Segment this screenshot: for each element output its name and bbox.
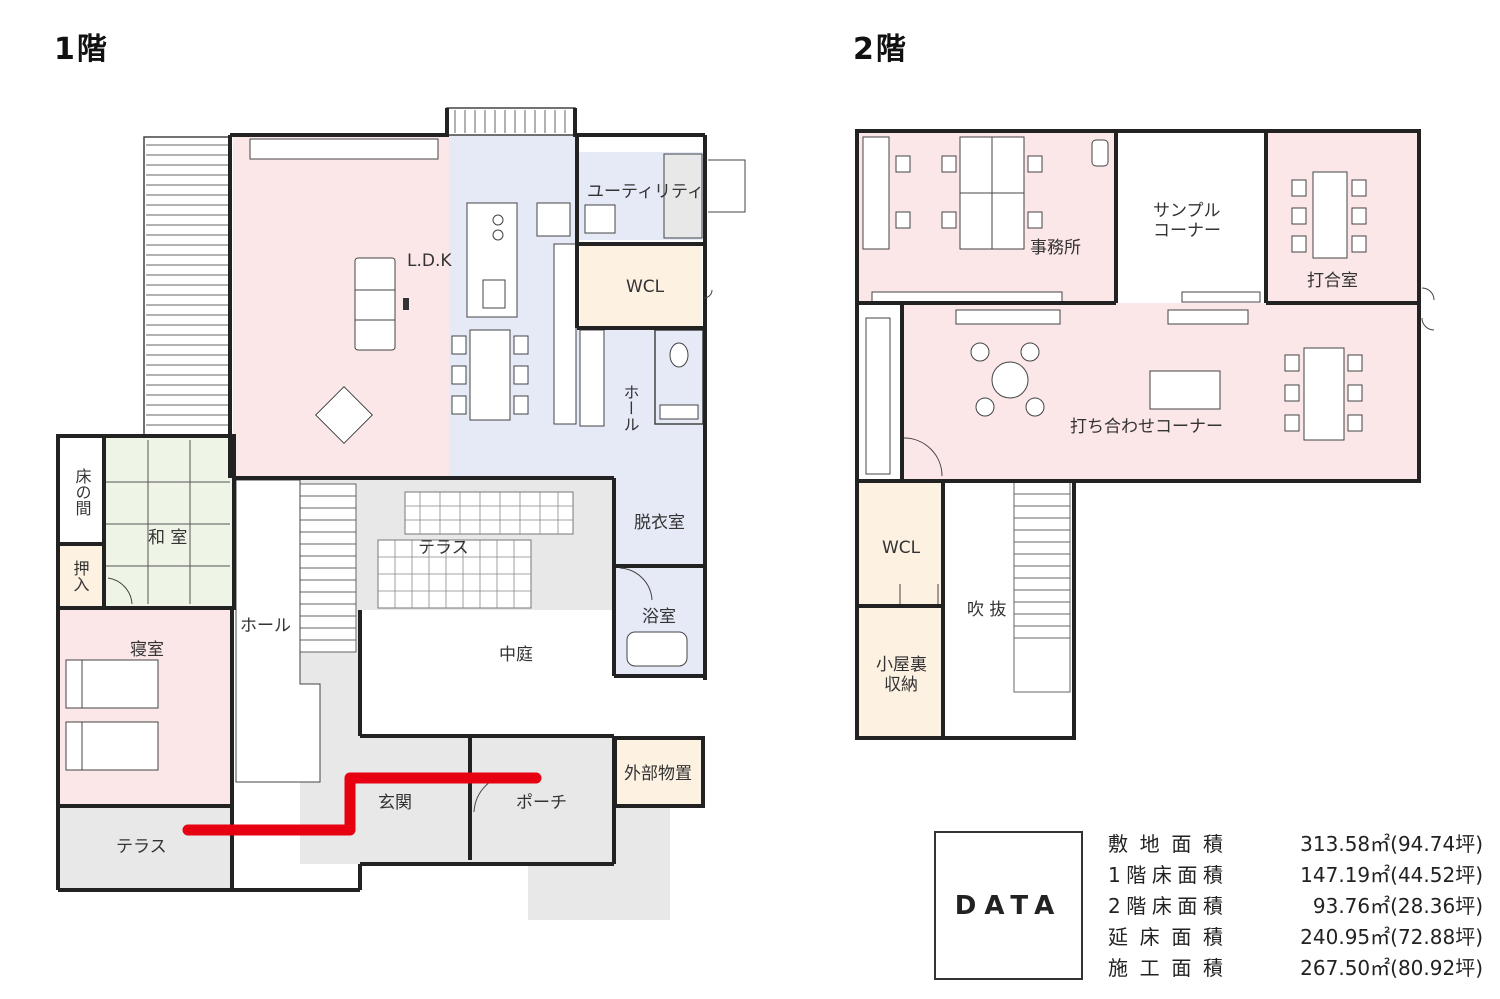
meeting-room-table (955, 171, 1367, 325)
hall-shelf (579, 329, 605, 427)
floor1-plan: L.D.K ユーティリティ WCL ホール 脱衣室 浴室 床の間 和 室 押入 … (56, 107, 746, 920)
label-washitsu: 和 室 (148, 528, 187, 548)
label-bedroom: 寝室 (130, 639, 164, 660)
data-row-value: 313.58㎡(94.74坪) (1300, 832, 1483, 856)
label-tokonoma: 床の間 (73, 468, 92, 517)
washer (584, 204, 616, 234)
doors-floor1 (107, 159, 746, 813)
bathtub (626, 631, 688, 667)
deck-top (446, 107, 576, 136)
sofa (354, 257, 396, 351)
data-box-label: DATA (954, 890, 1063, 921)
floor2-title: 2階 (853, 32, 908, 67)
label-sample-line2: コーナー (1153, 221, 1221, 241)
tokonoma (60, 438, 104, 544)
terrace-outer (60, 806, 232, 890)
data-row-value: 93.76㎡(28.36坪) (1312, 894, 1483, 918)
doors-floor2 (899, 287, 1435, 604)
data-row: 延床面積 240.95㎡(72.88坪) (1108, 922, 1483, 953)
data-row: 1階床面積 147.19㎡(44.52坪) (1108, 860, 1483, 891)
fridge (536, 202, 571, 237)
wcl-room (580, 244, 702, 328)
data-row-value: 147.19㎡(44.52坪) (1300, 863, 1483, 887)
oshiire (60, 544, 104, 606)
data-table: 敷地面積 313.58㎡(94.74坪) 1階床面積 147.19㎡(44.52… (1108, 829, 1483, 984)
office-desks (862, 136, 1109, 303)
data-row: 施工面積 267.50㎡(80.92坪) (1108, 953, 1483, 984)
label-hall-right: ホール (621, 384, 640, 432)
label-utility: ユーティリティ (587, 182, 704, 202)
deck-slats (146, 144, 228, 426)
coffee-table (315, 386, 373, 444)
washitsu-room (104, 438, 232, 606)
stairs-floor2 (1013, 481, 1071, 693)
tatami-grid (106, 440, 230, 604)
data-row: 敷地面積 313.58㎡(94.74坪) (1108, 829, 1483, 860)
terrace-tile-lines (378, 492, 573, 608)
kitchen-counter-back (553, 243, 577, 425)
data-row-label: 延床面積 (1108, 925, 1223, 949)
label-bath: 浴室 (642, 607, 676, 627)
attic-storage-room (859, 606, 941, 736)
label-hall: ホール (240, 616, 291, 636)
data-row-value: 240.95㎡(72.88坪) (1300, 925, 1483, 949)
label-terrace-outer: テラス (116, 837, 167, 857)
label-storage-outside: 外部物置 (624, 764, 692, 784)
kitchen-island (466, 202, 518, 318)
walls-floor1 (56, 108, 707, 892)
data-row-label: 施工面積 (1108, 956, 1223, 980)
label-courtyard: 中庭 (499, 645, 533, 665)
label-attic-line1: 小屋裏 (876, 654, 927, 675)
label-attic-line2: 収納 (884, 675, 918, 695)
label-entrance: 玄関 (378, 793, 412, 813)
bed-1 (65, 659, 159, 709)
label-fukinuke: 吹 抜 (967, 600, 1006, 620)
dining-table (469, 329, 511, 421)
label-meeting: 打合室 (1307, 271, 1358, 291)
label-sample-line1: サンプル (1153, 201, 1221, 221)
floor2-plan: 事務所 サンプル コーナー 打合室 打ち合わせコーナー WCL 吹 抜 小屋裏 … (855, 129, 1435, 740)
label-meeting-corner: 打ち合わせコーナー (1070, 417, 1223, 437)
ldk-counter (249, 138, 439, 160)
data-row-label: 2階床面積 (1108, 894, 1223, 918)
utility-shelf (663, 153, 703, 239)
data-row-label: 敷地面積 (1108, 832, 1223, 856)
deck-top-slats (454, 110, 566, 133)
label-oshiire: 押入 (71, 560, 90, 592)
data-row-label: 1階床面積 (1108, 863, 1223, 887)
courtyard (360, 610, 614, 736)
label-wcl-1f: WCL (626, 277, 665, 297)
label-terrace-inner: テラス (418, 538, 469, 558)
label-office: 事務所 (1030, 238, 1081, 258)
dining-chairs (451, 335, 529, 415)
tv-unit (403, 298, 409, 310)
data-box: DATA (934, 831, 1083, 980)
label-wcl-2f: WCL (882, 538, 921, 558)
label-ldk: L.D.K (407, 251, 452, 271)
dressing-room (614, 478, 705, 566)
sample-corner-room (1116, 133, 1266, 303)
data-row-value: 267.50㎡(80.92坪) (1300, 956, 1483, 980)
stairs-floor1 (299, 483, 357, 653)
storage-outside-room (615, 738, 703, 806)
label-porch: ポーチ (516, 793, 567, 813)
label-dressing: 脱衣室 (634, 513, 685, 533)
highlight-route (182, 772, 542, 836)
bed-2 (65, 721, 159, 771)
deck-left (143, 136, 231, 436)
data-row: 2階床面積 93.76㎡(28.36坪) (1108, 891, 1483, 922)
meeting-corner-furniture (865, 317, 1363, 475)
floor1-title: 1階 (54, 32, 109, 67)
walls-floor2 (855, 129, 1421, 740)
